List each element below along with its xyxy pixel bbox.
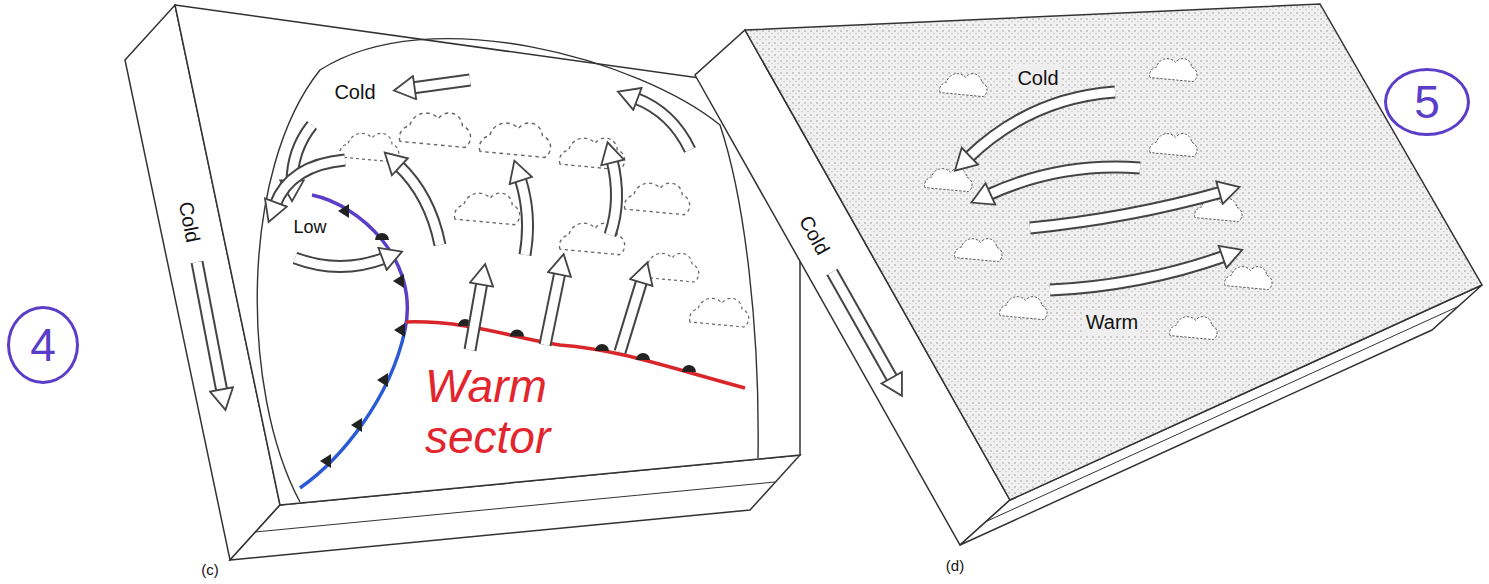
wind-arrows [832, 92, 1225, 380]
air-mass-label: Cold [331, 80, 378, 104]
cold-front [300, 323, 405, 488]
callout-number: 4 [30, 322, 56, 368]
air-mass-label: Warm [1083, 310, 1142, 334]
sector-annotation: Warm sector [422, 360, 608, 463]
circled-number: 4 [7, 306, 79, 384]
air-mass-label: Cold [1014, 66, 1061, 90]
wind-arrows [197, 80, 690, 392]
circled-number: 5 [1384, 68, 1470, 136]
pressure-center-label: Low [290, 217, 329, 239]
panel-letter: (c) [198, 561, 222, 580]
panel-letter: (d) [943, 557, 967, 576]
block-c [125, 5, 800, 560]
block-d [695, 4, 1482, 545]
air-mass-outline [257, 39, 758, 502]
cloud-cluster [925, 59, 1272, 340]
callout-number: 5 [1414, 79, 1440, 125]
